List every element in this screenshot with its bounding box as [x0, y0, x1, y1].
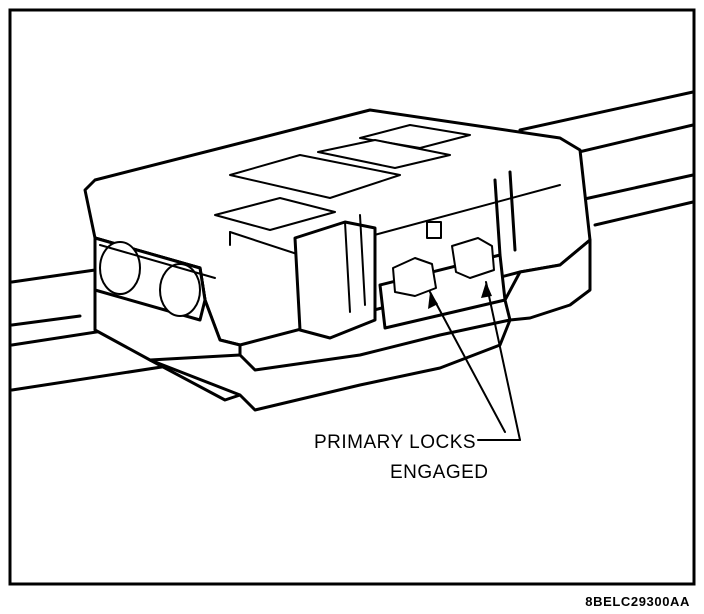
- callout-leader-lines: [428, 281, 521, 441]
- cavity-windows: [214, 124, 471, 231]
- primary-locks: [378, 170, 517, 330]
- callout-label-line2: ENGAGED: [390, 462, 489, 483]
- secondary-latch: [293, 214, 377, 340]
- figure-code: 8BELC29300AA: [585, 594, 690, 609]
- wire-entry-end: [93, 236, 216, 322]
- callout-label-line1: PRIMARY LOCKS: [314, 432, 476, 453]
